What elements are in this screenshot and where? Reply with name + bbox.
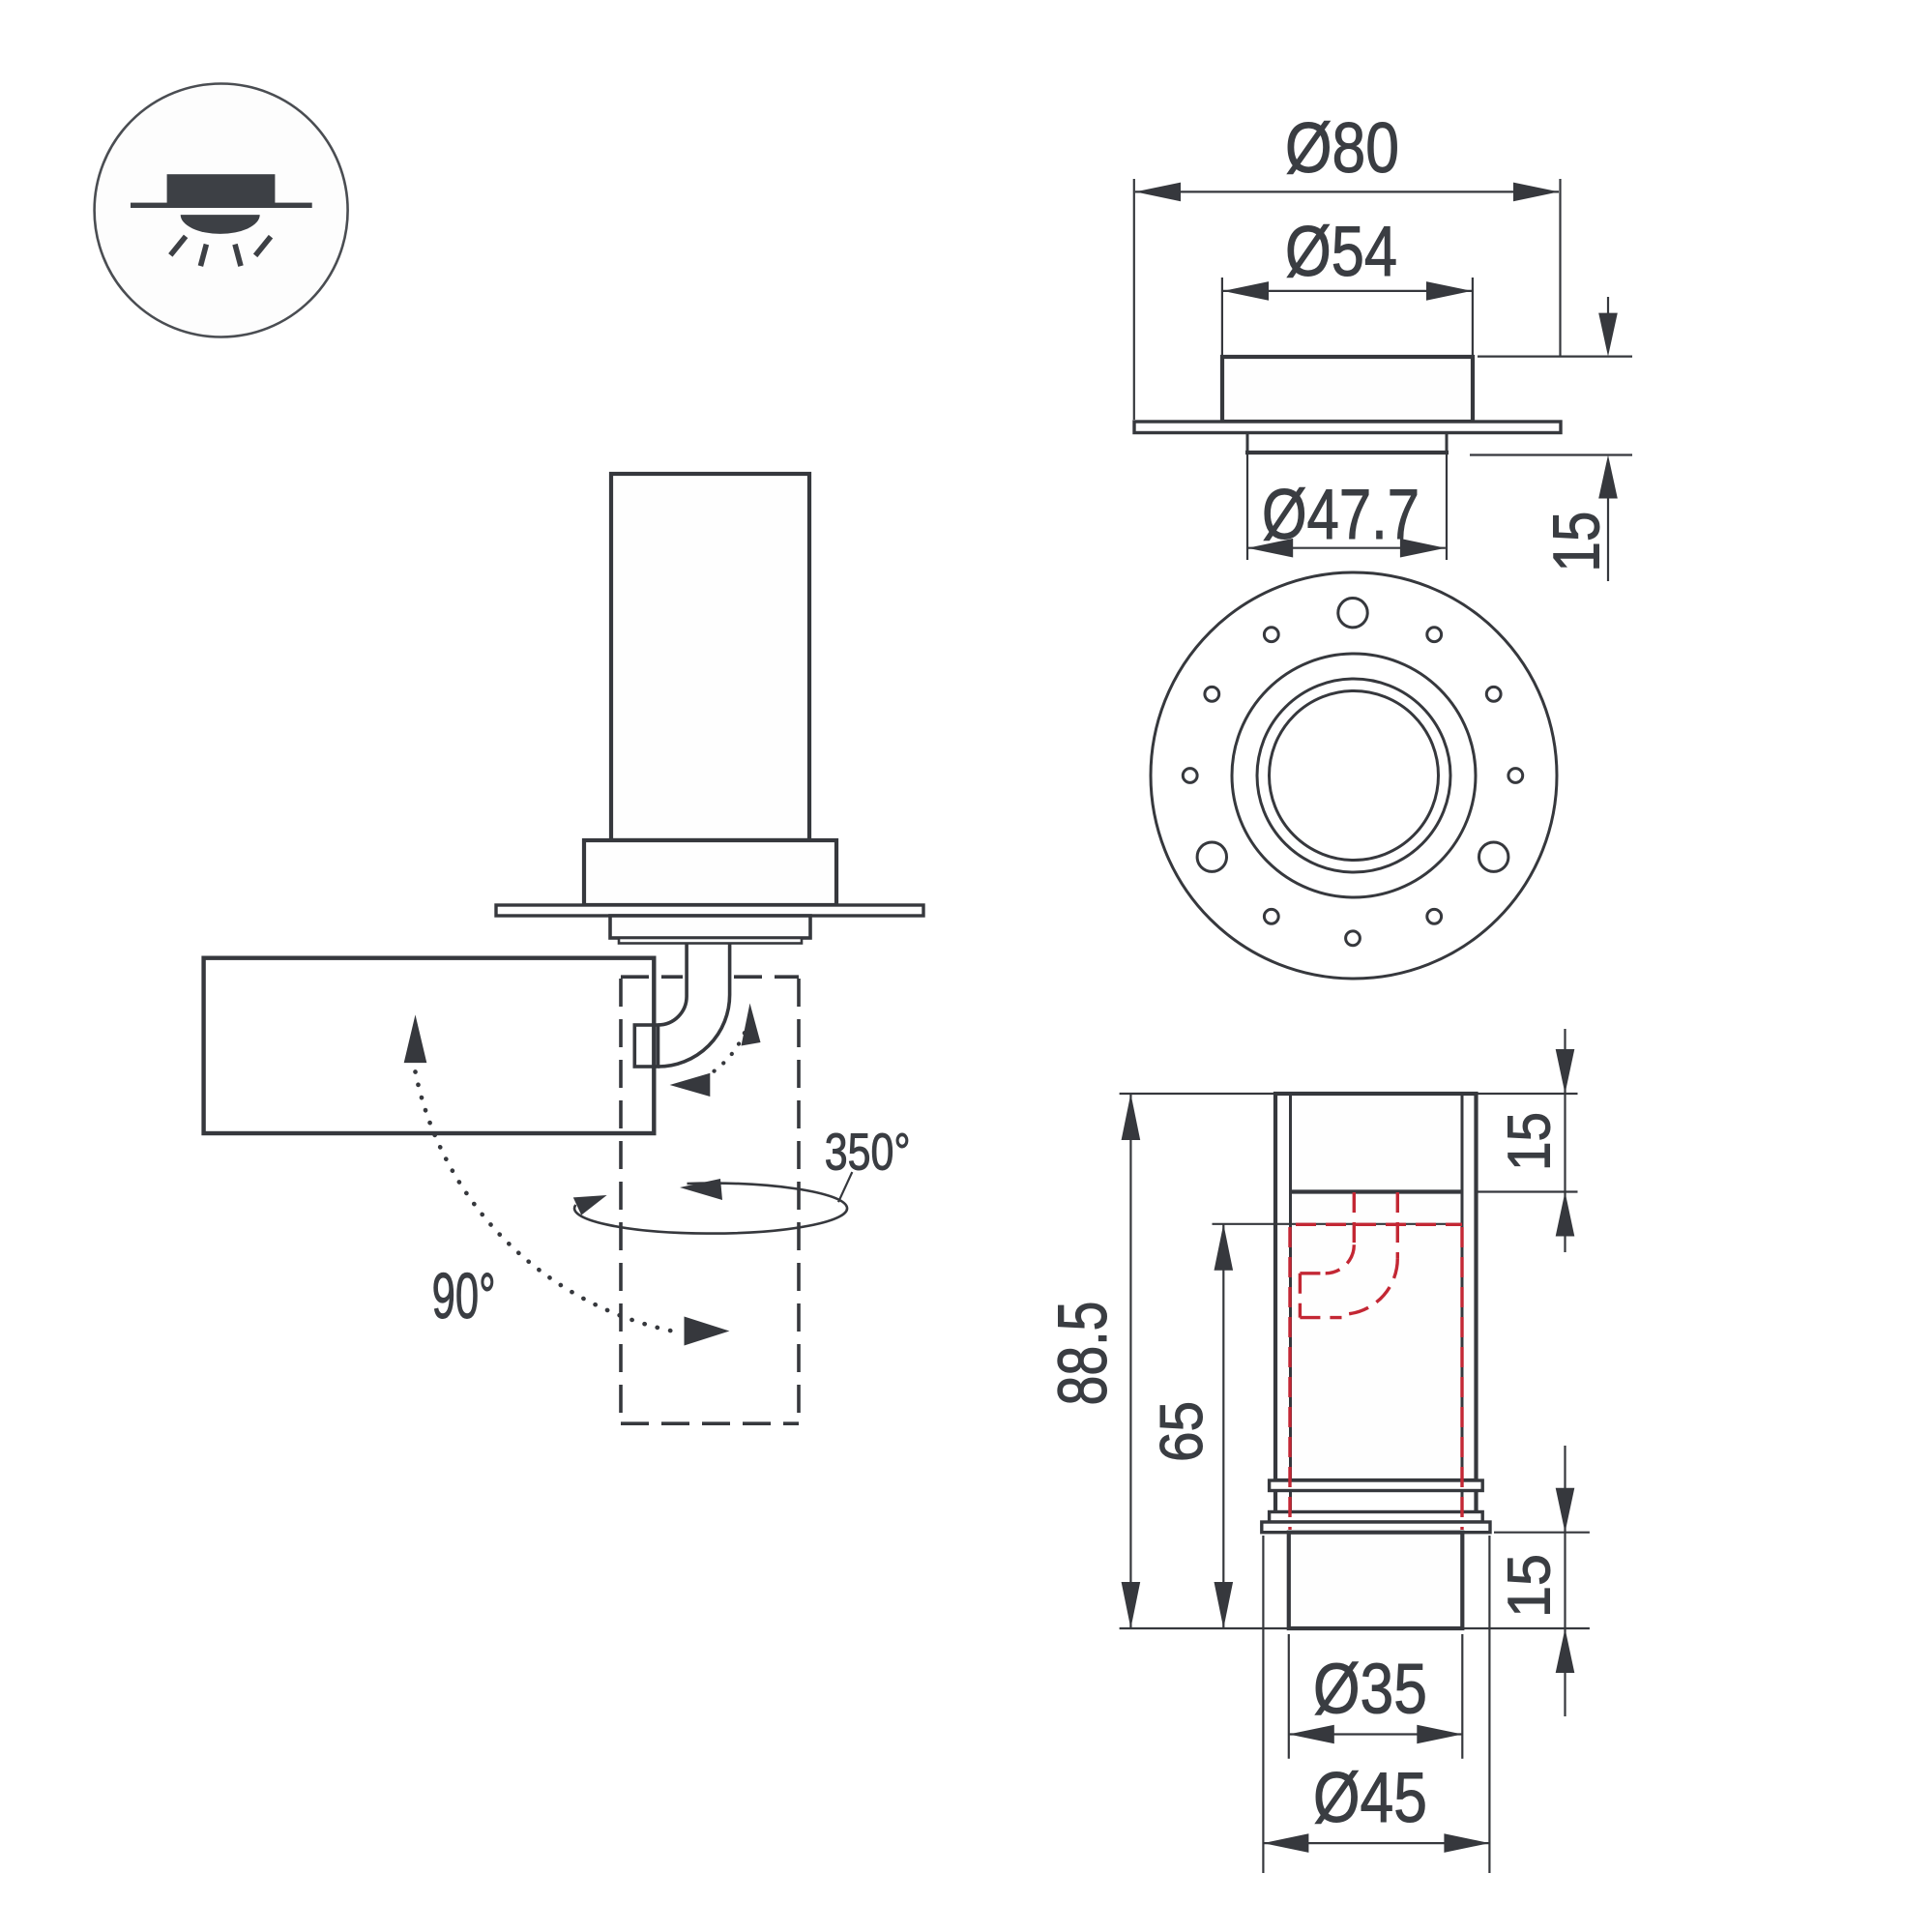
svg-text:Ø45: Ø45 [1313,1759,1427,1837]
svg-text:Ø54: Ø54 [1285,213,1397,291]
svg-text:Ø80: Ø80 [1285,109,1399,188]
svg-text:88.5: 88.5 [1045,1302,1122,1406]
svg-text:350°: 350° [825,1124,911,1182]
svg-text:Ø35: Ø35 [1313,1651,1427,1729]
svg-text:15: 15 [1539,512,1613,572]
svg-text:15: 15 [1497,1112,1564,1171]
svg-text:90°: 90° [432,1260,496,1332]
svg-text:65: 65 [1149,1401,1215,1462]
svg-text:Ø47.7: Ø47.7 [1262,476,1420,554]
svg-text:15: 15 [1497,1554,1564,1618]
